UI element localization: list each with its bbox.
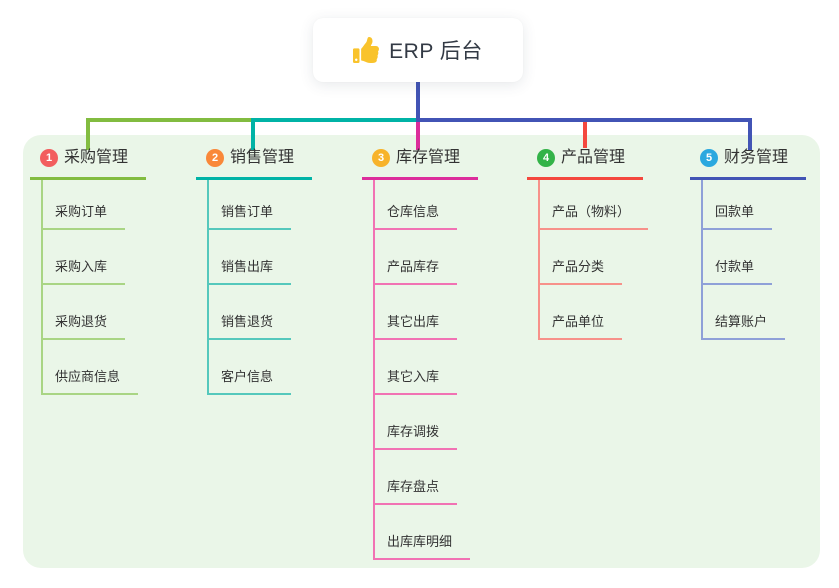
root-node-label: ERP 后台: [389, 40, 483, 63]
branch-label: 销售管理: [230, 149, 295, 166]
branch-number-badge: 5: [700, 149, 718, 167]
connector-rail-segment: [253, 118, 416, 122]
child-node[interactable]: 销售出库: [207, 258, 292, 285]
child-node-label: 销售退货: [221, 314, 274, 329]
child-node[interactable]: 库存盘点: [373, 478, 458, 505]
child-node-label: 销售出库: [221, 259, 274, 274]
branch-number-badge: 2: [206, 149, 224, 167]
branch-3-header[interactable]: 3 库存管理: [362, 146, 479, 180]
child-node[interactable]: 采购订单: [41, 203, 126, 230]
child-node-label: 产品（物料）: [552, 204, 631, 219]
child-node-label: 库存盘点: [387, 479, 440, 494]
connector-rail-segment: [86, 118, 253, 122]
branch-label: 库存管理: [396, 149, 461, 166]
branch-label: 采购管理: [64, 149, 129, 166]
child-node[interactable]: 销售退货: [207, 313, 292, 340]
branch-1-header[interactable]: 1 采购管理: [30, 146, 147, 180]
child-node-label: 供应商信息: [55, 369, 121, 384]
branch-number-badge: 1: [40, 149, 58, 167]
connector-root-drop: [416, 82, 420, 122]
child-node[interactable]: 销售订单: [207, 203, 292, 230]
child-node[interactable]: 产品分类: [538, 258, 623, 285]
child-node[interactable]: 付款单: [701, 258, 773, 285]
child-node-label: 出库库明细: [387, 534, 453, 549]
child-node-label: 采购退货: [55, 314, 108, 329]
child-node-label: 产品分类: [552, 259, 605, 274]
child-node[interactable]: 库存调拨: [373, 423, 458, 450]
child-node[interactable]: 产品库存: [373, 258, 458, 285]
child-node-label: 采购入库: [55, 259, 108, 274]
child-node-label: 产品库存: [387, 259, 440, 274]
child-node-label: 其它出库: [387, 314, 440, 329]
child-node-label: 采购订单: [55, 204, 108, 219]
branch-label: 产品管理: [561, 149, 626, 166]
child-node-label: 其它入库: [387, 369, 440, 384]
branch-children-connector: [41, 179, 43, 395]
child-node[interactable]: 采购入库: [41, 258, 126, 285]
child-node[interactable]: 供应商信息: [41, 368, 139, 395]
branch-2-header[interactable]: 2 销售管理: [196, 146, 313, 180]
connector-branch-drop: [86, 118, 90, 150]
child-node[interactable]: 产品单位: [538, 313, 623, 340]
child-node-label: 客户信息: [221, 369, 274, 384]
child-node-label: 库存调拨: [387, 424, 440, 439]
child-node[interactable]: 结算账户: [701, 313, 786, 340]
connector-branch-drop: [416, 122, 420, 150]
child-node[interactable]: 出库库明细: [373, 533, 471, 560]
branch-number-badge: 3: [372, 149, 390, 167]
branch-children-connector: [538, 179, 540, 340]
branch-children-connector: [373, 179, 375, 560]
connector-rail-segment: [416, 118, 752, 122]
branch-number-badge: 4: [537, 149, 555, 167]
child-node-label: 回款单: [715, 204, 755, 219]
branch-children-connector: [701, 179, 703, 340]
child-node-label: 销售订单: [221, 204, 274, 219]
branch-children-connector: [207, 179, 209, 395]
child-node[interactable]: 采购退货: [41, 313, 126, 340]
child-node[interactable]: 客户信息: [207, 368, 292, 395]
child-node-label: 结算账户: [715, 314, 768, 329]
child-node-label: 仓库信息: [387, 204, 440, 219]
connector-branch-drop: [583, 122, 587, 148]
branch-label: 财务管理: [724, 149, 789, 166]
child-node[interactable]: 产品（物料）: [538, 203, 649, 230]
branch-4-header[interactable]: 4 产品管理: [527, 146, 644, 180]
child-node[interactable]: 其它出库: [373, 313, 458, 340]
child-node-label: 付款单: [715, 259, 755, 274]
connector-branch-drop: [251, 118, 255, 150]
child-node[interactable]: 仓库信息: [373, 203, 458, 230]
root-node[interactable]: ERP 后台: [313, 18, 523, 82]
child-node[interactable]: 回款单: [701, 203, 773, 230]
thumbs-up-icon: [353, 37, 380, 63]
mindmap-canvas-panel: [23, 135, 820, 568]
branch-5-header[interactable]: 5 财务管理: [690, 146, 807, 180]
child-node[interactable]: 其它入库: [373, 368, 458, 395]
connector-branch-drop: [748, 118, 752, 150]
child-node-label: 产品单位: [552, 314, 605, 329]
